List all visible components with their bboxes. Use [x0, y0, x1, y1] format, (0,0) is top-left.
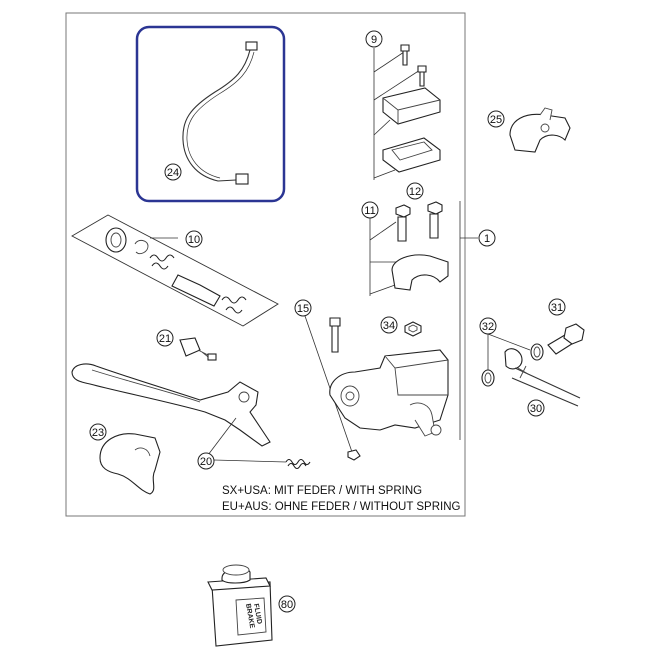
- connector-top: [245, 41, 258, 51]
- callout-15[interactable]: 15: [294, 299, 312, 317]
- connector-bottom: [235, 173, 249, 185]
- callout-31-number: 31: [551, 302, 563, 314]
- part-10-piston-repair-kit[interactable]: [71, 214, 279, 327]
- callout-23-number: 23: [92, 427, 104, 439]
- callout-10-number: 10: [188, 234, 200, 246]
- part-23-lever-cover[interactable]: [99, 433, 161, 495]
- callout-24[interactable]: 24: [164, 163, 182, 181]
- callout-32[interactable]: 32: [479, 317, 497, 335]
- callout-11[interactable]: 11: [361, 201, 379, 219]
- callout-11-number: 11: [364, 205, 375, 217]
- callout-12[interactable]: 12: [406, 182, 424, 200]
- diagram-frame: [65, 12, 466, 517]
- part-25-handlebar-clamp[interactable]: [509, 107, 571, 153]
- note-with-spring: SX+USA: MIT FEDER / WITH SPRING: [222, 485, 422, 497]
- callout-9[interactable]: 9: [365, 30, 383, 48]
- callout-20-number: 20: [200, 456, 212, 468]
- callout-15-number: 15: [297, 303, 309, 315]
- part-80-brake-fluid-bottle[interactable]: BRAKE FLUID: [207, 564, 273, 647]
- part-9-reservoir-cover-set[interactable]: [373, 44, 441, 180]
- callout-34-number: 34: [383, 320, 395, 332]
- part-30-brake-line[interactable]: [504, 348, 581, 407]
- callout-30[interactable]: 30: [527, 399, 545, 417]
- part-21-adjuster-screw[interactable]: [179, 337, 217, 361]
- part-32-sealing-washers[interactable]: [481, 333, 544, 387]
- callout-25[interactable]: 25: [487, 110, 505, 128]
- callout-80[interactable]: 80: [278, 595, 296, 613]
- callout-25-number: 25: [490, 114, 502, 126]
- part-11-12-clamp-with-screws[interactable]: [369, 201, 449, 296]
- part-20-lever-spring[interactable]: [207, 417, 311, 470]
- part-15-pivot-screw[interactable]: [304, 315, 361, 461]
- part-1-master-cylinder-assembly-bracket[interactable]: [459, 201, 478, 440]
- callout-21[interactable]: 21: [156, 329, 174, 347]
- selected-part-highlight[interactable]: [135, 25, 286, 203]
- callout-20[interactable]: 20: [197, 452, 215, 470]
- master-cylinder-body[interactable]: [329, 349, 449, 437]
- callout-23[interactable]: 23: [89, 423, 107, 441]
- part-34-bleeder[interactable]: [404, 321, 422, 337]
- callout-24-number: 24: [167, 167, 179, 179]
- part-24-switch-cable[interactable]: [182, 41, 258, 185]
- callout-9-number: 9: [371, 34, 377, 46]
- part-31-banjo-bolt[interactable]: [547, 323, 585, 355]
- brake-lever[interactable]: [71, 363, 271, 447]
- callout-34[interactable]: 34: [380, 316, 398, 334]
- callout-1[interactable]: 1: [478, 229, 496, 247]
- callout-12-number: 12: [409, 186, 421, 198]
- bottle-label-brake: BRAKE: [244, 603, 255, 629]
- callout-21-number: 21: [159, 333, 171, 345]
- bottle-label-fluid: FLUID: [252, 603, 262, 625]
- callout-80-number: 80: [281, 599, 293, 611]
- callout-30-number: 30: [530, 403, 542, 415]
- callout-1-number: 1: [484, 233, 490, 245]
- callout-10[interactable]: 10: [185, 230, 203, 248]
- callout-31[interactable]: 31: [548, 298, 566, 316]
- note-without-spring: EU+AUS: OHNE FEDER / WITHOUT SPRING: [222, 501, 460, 513]
- callout-32-number: 32: [482, 321, 494, 333]
